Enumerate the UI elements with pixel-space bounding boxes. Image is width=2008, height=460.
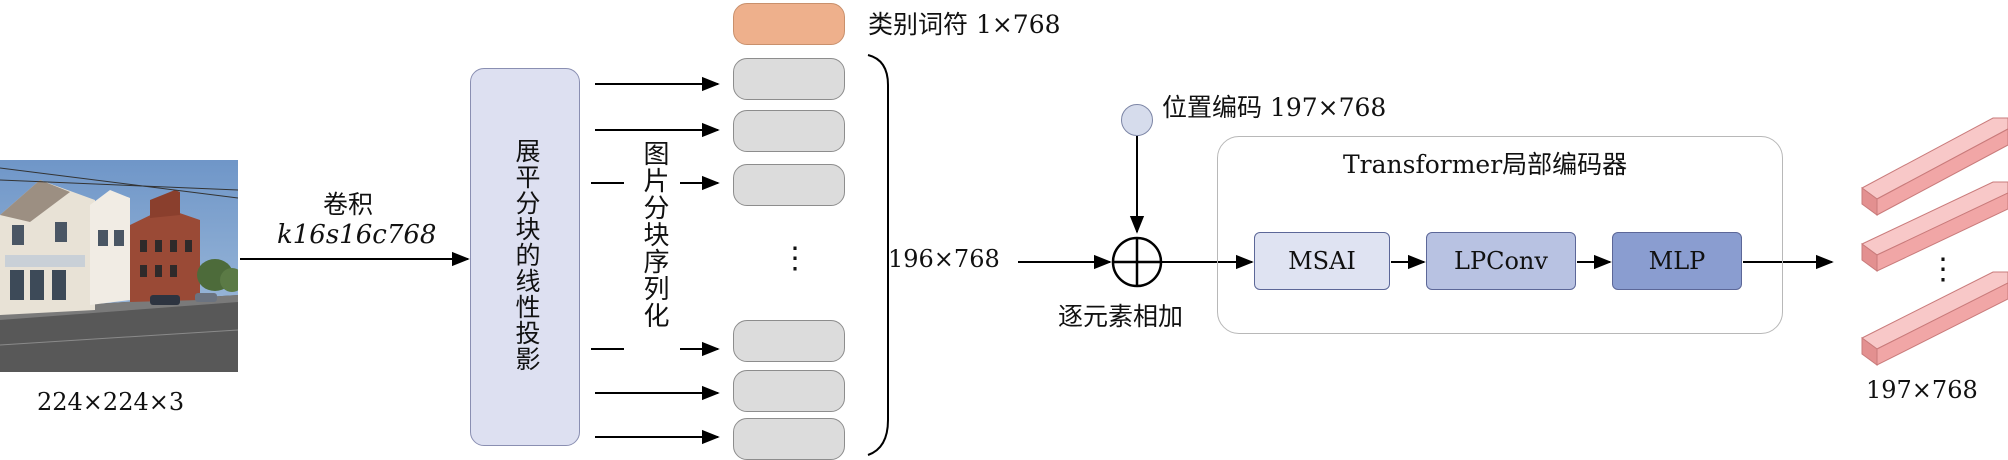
output-bar-1 bbox=[1861, 117, 2008, 216]
patch-token-4 bbox=[733, 320, 845, 362]
token-brace bbox=[867, 54, 889, 456]
position-embedding-label: 位置编码 197×768 bbox=[1162, 93, 1387, 122]
lpconv-block: LPConv bbox=[1426, 232, 1576, 290]
mlp-label: MLP bbox=[1648, 247, 1706, 275]
class-token-label: 类别词符 1×768 bbox=[868, 10, 1061, 39]
output-bar-3 bbox=[1861, 271, 2008, 366]
msai-block: MSAI bbox=[1254, 232, 1390, 290]
patch-token-1 bbox=[733, 58, 845, 100]
patch-token-3 bbox=[733, 164, 845, 206]
elementwise-add-label: 逐元素相加 bbox=[1058, 302, 1184, 331]
conv-label-line2: k16s16c768 bbox=[277, 220, 437, 250]
patch-token-6 bbox=[733, 418, 845, 460]
lpconv-label: LPConv bbox=[1454, 247, 1548, 275]
input-size-label: 224×224×3 bbox=[37, 388, 185, 416]
patch-token-2 bbox=[733, 110, 845, 152]
msai-label: MSAI bbox=[1288, 247, 1356, 275]
output-ellipsis: ⋮ bbox=[1928, 252, 1958, 287]
projection-label: 展平分块的线性投影 bbox=[512, 138, 541, 372]
sequence-shape-label: 196×768 bbox=[888, 245, 1000, 273]
conv-label-line1: 卷积 bbox=[323, 190, 374, 219]
patch-serialization-label: 图片分块序列化 bbox=[639, 140, 669, 329]
patch-tokens-ellipsis: ⋮ bbox=[780, 241, 810, 276]
encoder-title: Transformer局部编码器 bbox=[1343, 150, 1628, 179]
class-token bbox=[733, 3, 845, 45]
input-street-image bbox=[0, 160, 238, 372]
adder-symbol bbox=[1111, 236, 1163, 288]
mlp-block: MLP bbox=[1612, 232, 1742, 290]
patch-token-5 bbox=[733, 370, 845, 412]
linear-projection-box bbox=[470, 68, 580, 446]
output-bar-2 bbox=[1861, 181, 2008, 272]
transformer-local-encoder-frame bbox=[1217, 136, 1783, 334]
position-embedding-dot bbox=[1121, 104, 1153, 136]
output-shape-label: 197×768 bbox=[1866, 376, 1978, 404]
